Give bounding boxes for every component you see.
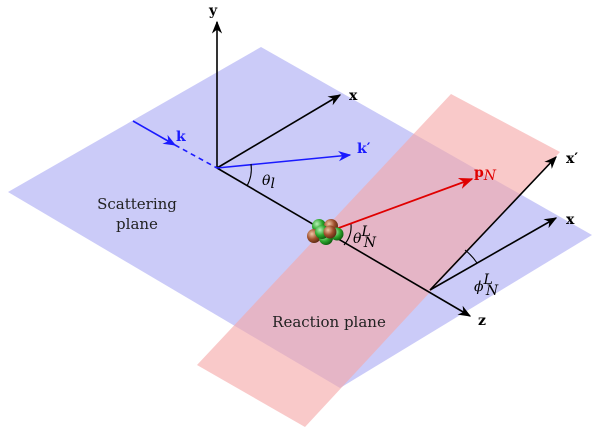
x-prime-axis <box>429 156 557 291</box>
x-prime-axis-label: x′ <box>566 151 578 167</box>
x-right-axis <box>429 217 558 291</box>
reaction-plane-label: Reaction plane <box>272 313 386 331</box>
y-axis-label: y <box>208 3 218 19</box>
k-vector <box>132 120 177 146</box>
theta-l-arc <box>246 163 252 187</box>
k-prime-label: k′ <box>357 141 371 157</box>
p-n-vector <box>324 178 474 234</box>
k-prime-vector <box>216 151 352 169</box>
theta-l-main: θ <box>262 173 271 189</box>
x-right-axis-label: x <box>566 212 575 228</box>
k-dashed-line <box>174 144 218 169</box>
p-n-main: p <box>474 165 484 181</box>
phi-n-main: ϕ <box>474 279 484 295</box>
z-axis <box>216 167 472 317</box>
reaction-plane <box>197 94 560 427</box>
p-n-label: pN <box>474 165 497 184</box>
phi-n-sup: L <box>483 272 493 288</box>
k-label: k <box>176 129 186 145</box>
theta-n-main: θ <box>353 231 362 247</box>
theta-n-sup: L <box>360 224 370 240</box>
phi-arc <box>464 249 478 264</box>
p-n-sub: N <box>483 168 497 184</box>
theta-n-sub: N <box>363 235 377 251</box>
theta-l-label: θl <box>262 173 275 192</box>
phi-n-sub: N <box>485 283 499 299</box>
scattering-plane-label-line1: Scattering <box>97 195 177 213</box>
nucleus-icon <box>307 219 344 245</box>
theta-l-sub: l <box>270 176 274 192</box>
x-axis-label: x <box>349 88 358 104</box>
theta-n-arc <box>343 223 352 246</box>
z-axis-label: z <box>478 313 486 329</box>
x-axis <box>216 94 342 169</box>
scattering-plane-label-line2: plane <box>116 215 158 233</box>
